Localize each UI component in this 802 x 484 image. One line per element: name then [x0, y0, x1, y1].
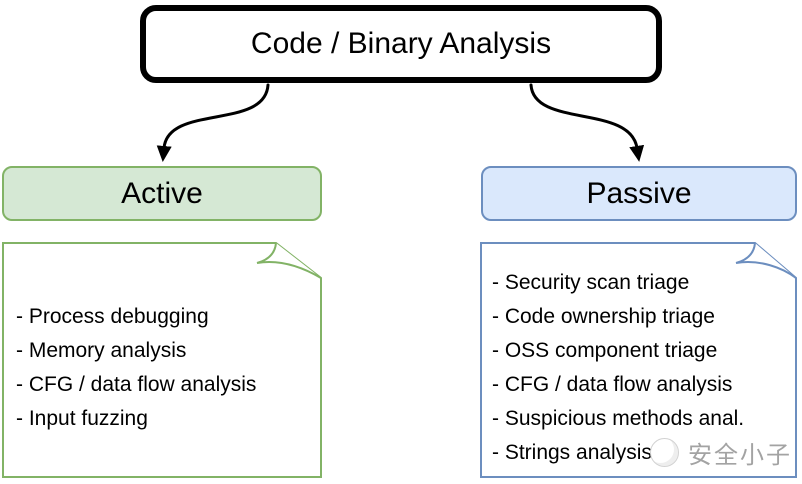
arrow-to-active — [156, 83, 270, 162]
list-item: - Input fuzzing — [16, 407, 148, 430]
active-note-list: - Process debugging - Memory analysis - … — [16, 300, 256, 436]
list-item: - Strings analysis — [492, 441, 652, 464]
list-item: - OSS component triage — [492, 339, 718, 362]
list-item: - Process debugging — [16, 305, 209, 328]
active-note-fold-corner-icon — [256, 242, 322, 279]
active-branch-box: Active — [2, 166, 322, 221]
list-item: - CFG / data flow analysis — [16, 373, 257, 396]
active-note-shape — [2, 242, 322, 478]
passive-branch-label: Passive — [586, 176, 692, 210]
passive-note-shape — [480, 242, 797, 478]
watermark-logo-icon — [650, 438, 679, 467]
watermark-label: 安全小子 — [688, 442, 792, 469]
list-item: - Memory analysis — [16, 339, 187, 362]
list-item: - CFG / data flow analysis — [492, 373, 733, 396]
list-item: - Security scan triage — [492, 271, 690, 294]
title-box: Code / Binary Analysis — [140, 5, 662, 83]
arrow-to-passive — [529, 83, 645, 162]
passive-note-fold-corner-icon — [735, 242, 797, 279]
passive-note-list: - Security scan triage - Code ownership … — [492, 266, 744, 470]
title-label: Code / Binary Analysis — [250, 27, 552, 60]
passive-branch-box: Passive — [481, 166, 797, 221]
active-branch-label: Active — [121, 176, 203, 210]
watermark: 安全小子 — [650, 435, 792, 470]
list-item: - Suspicious methods anal. — [492, 407, 745, 430]
list-item: - Code ownership triage — [492, 305, 715, 328]
